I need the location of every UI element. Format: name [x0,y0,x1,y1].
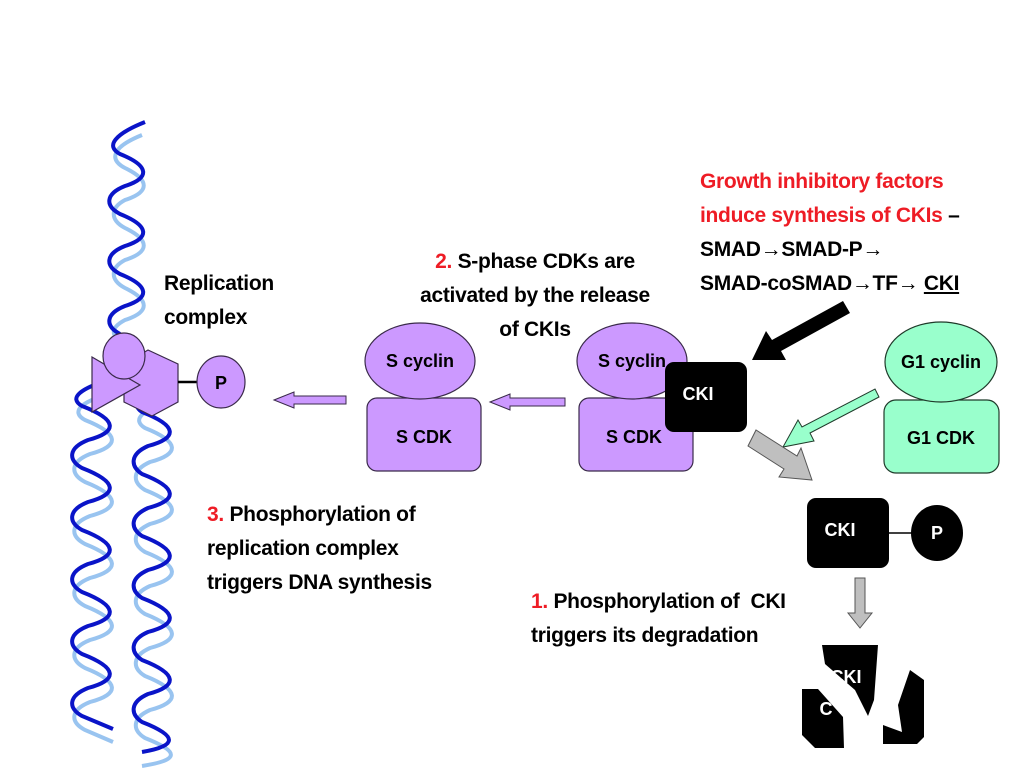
g1-cdk-complex: G1 CDK G1 cyclin [883,321,1000,474]
cki-fragment-top [822,645,878,716]
step1-label: 1. Phosphorylation of CKI triggers its d… [531,585,786,653]
s-cyclin-right-label: S cyclin [598,351,666,371]
step2-line-1: 2. S-phase CDKs are [370,245,700,279]
replication-complex: P [91,332,246,417]
inhibited-s-cdk-complex: S CDK S cyclin CKI [576,322,747,472]
cki-phosphate [911,505,963,561]
dna-strand-dark [107,120,146,336]
growth-line-4: SMAD-coSMAD→TF→ CKI [700,267,959,301]
g1-cyclin-label: G1 cyclin [901,352,981,372]
cki-fragment-right [883,670,924,744]
dna-strand-dark [131,383,172,754]
cki-fragment-label-2: C [820,699,833,719]
g1-cdk-label: G1 CDK [907,428,975,448]
dna-helix-left [70,376,121,744]
step2-line-3: of CKIs [499,318,571,341]
arrow-release [488,393,566,411]
active-s-cdk-complex: S CDK S cyclin [364,322,482,472]
dna-helix-top [107,120,146,346]
phosphorylated-cki: CKI P [807,498,963,568]
step2-number: 2. [435,250,453,273]
degraded-cki: CKI C [802,645,924,748]
cki-phos [807,498,889,568]
step1-line-1: 1. Phosphorylation of CKI [531,585,786,619]
step3-label: 3. Phosphorylation of replication comple… [207,498,432,600]
g1-cyclin [884,321,998,403]
replication-line-2: complex [164,306,248,329]
s-cdk-left-label: S CDK [396,427,452,447]
step1-text-1: Phosphorylation of CKI [547,590,786,613]
dna-strand-dark [70,376,116,731]
s-cyclin-left [364,322,476,400]
dna-helix-right [131,383,176,768]
step3-number: 3. [207,503,224,526]
replication-circle [102,332,146,380]
cki-fragment-left [802,689,844,748]
cki-bound [665,362,747,432]
replication-complex-label: Replication complex [164,267,274,335]
cki-phos-label: CKI [825,520,856,540]
step2-line-2: activated by the release [420,284,650,307]
cki-bound-label: CKI [683,384,714,404]
step3-line-3: triggers DNA synthesis [207,571,432,594]
s-cyclin-left-label: S cyclin [386,351,454,371]
arrow-g1-phosphorylates [782,388,880,448]
phosphate-label: P [215,373,227,393]
dna-strand-light [133,398,176,768]
step2-text-1: S-phase CDKs are [452,250,636,273]
s-cdk-right-label: S CDK [606,427,662,447]
cki-phosphate-label: P [931,523,943,543]
step3-line-1: 3. Phosphorylation of [207,498,432,532]
step1-line-2: triggers its degradation [531,624,759,647]
step3-line-2: replication complex [207,537,399,560]
cki-fragment-label-1: CKI [831,667,862,687]
dna-strand-light [111,133,146,346]
arrow-induce-cki [752,301,850,360]
arrow-left-to-complex [272,391,347,409]
step3-text-1: Phosphorylation of [223,503,416,526]
cki-underlined: CKI [923,272,960,295]
s-cyclin-right [576,322,688,400]
growth-red-text-2: induce synthesis of CKIs [700,204,943,227]
growth-line-1: Growth inhibitory factors [700,165,959,199]
growth-red-text-1: Growth inhibitory factors [700,170,944,193]
growth-dash: – [942,204,960,227]
replication-line-1: Replication [164,272,274,295]
growth-line-3: SMAD→SMAD-P→ [700,238,884,261]
smad-pathway-text: SMAD-coSMAD→TF→ [700,272,924,295]
dna-strand-light [72,390,121,744]
growth-inhibitory-label: Growth inhibitory factors induce synthes… [700,165,960,301]
growth-line-2: induce synthesis of CKIs – [700,199,960,233]
arrow-degradation [846,577,874,629]
step2-label: 2. S-phase CDKs are activated by the rel… [370,245,700,347]
arrow-to-phosphorylated-cki [747,429,813,481]
step1-number: 1. [531,590,548,613]
phosphate-circle [196,355,246,409]
